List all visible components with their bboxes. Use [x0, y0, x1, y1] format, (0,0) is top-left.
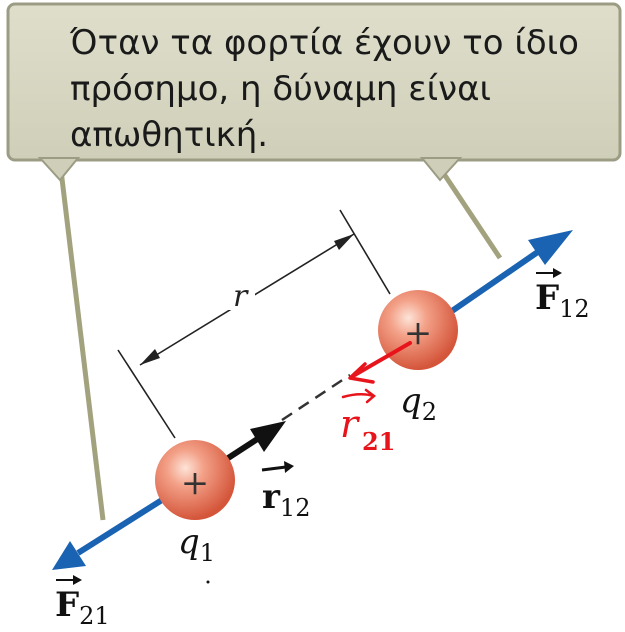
- f12-accent-head: [553, 268, 562, 278]
- f12-label: F12: [535, 278, 590, 323]
- charge-q1: [155, 440, 235, 520]
- dimension-tick-left: [117, 349, 176, 439]
- callout-line-3: απωθητική.: [70, 115, 269, 155]
- charge-q1-sign: +: [181, 463, 210, 503]
- callout-line-2: πρόσημο, η δύναμη είναι: [70, 69, 492, 109]
- callout-pointer-right: [419, 157, 463, 182]
- callout-box: [6, 2, 622, 162]
- q1-label: q1: [178, 522, 215, 567]
- r21-handwritten-accent: [341, 388, 376, 404]
- callout-text: Όταν τα φορτία έχουν το ίδιο πρόσημο, η …: [70, 20, 610, 158]
- r21-handwritten-arrowhead: [348, 362, 375, 384]
- dimension-arrow-left: [140, 349, 160, 365]
- f21-arrowhead: [52, 541, 86, 570]
- distance-label: r: [233, 279, 249, 314]
- callout-leader-right: [437, 166, 503, 260]
- callout-line-1: Όταν τα φορτία έχουν το ίδιο: [70, 23, 579, 63]
- f21-accent-head: [73, 575, 82, 585]
- r21-handwritten-label: r: [340, 402, 361, 446]
- r12-accent-head: [284, 461, 294, 473]
- f21-label: F21: [55, 585, 110, 630]
- callout-pointer-left: [37, 157, 81, 182]
- callout-leader-left: [57, 161, 106, 521]
- dimension-tick-right: [339, 209, 391, 295]
- connector-dashed: [281, 373, 351, 422]
- r12-label: r12: [262, 477, 310, 522]
- f12-arrowhead: [528, 230, 573, 265]
- r12-arrowhead: [250, 421, 286, 452]
- dimension-arrow-right: [334, 234, 354, 250]
- charge-q2-sign: +: [404, 313, 433, 353]
- ink-dot: [206, 580, 210, 584]
- distance-label-bg: [227, 280, 255, 310]
- r21-handwritten-vector: [351, 341, 412, 378]
- r21-handwritten-subscript: 21: [362, 427, 395, 456]
- r12-vector: [220, 433, 264, 465]
- q2-label: q2: [400, 381, 437, 426]
- r12-accent-line: [261, 465, 287, 472]
